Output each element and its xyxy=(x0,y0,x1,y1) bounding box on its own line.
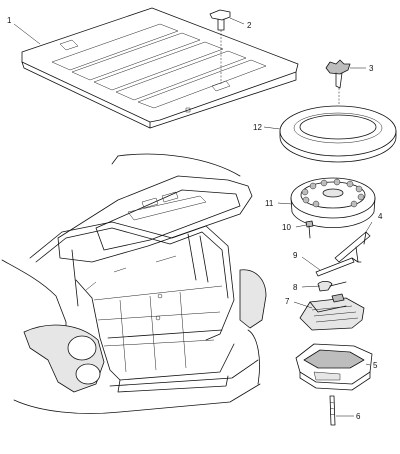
jack-handle xyxy=(315,257,359,277)
wheel-wrench xyxy=(334,231,371,263)
callout-4: 4 xyxy=(378,212,383,221)
callout-2: 2 xyxy=(247,21,252,30)
callout-12: 12 xyxy=(253,123,262,132)
callout-10: 10 xyxy=(282,223,291,232)
scissor-jack xyxy=(299,293,365,331)
retainer-clip xyxy=(209,9,231,84)
storage-retainer-bolt xyxy=(329,395,336,426)
trunk-floor-cover-panel xyxy=(21,7,299,129)
callout-6: 6 xyxy=(356,412,361,421)
callout-1: 1 xyxy=(7,16,12,25)
callout-7: 7 xyxy=(285,297,290,306)
callout-leaders xyxy=(13,17,373,417)
vehicle-rear-open-trunk xyxy=(1,153,267,414)
callout-11: 11 xyxy=(265,199,274,208)
spare-tire xyxy=(279,105,397,163)
jack-storage-tray xyxy=(295,343,373,391)
callout-3: 3 xyxy=(369,64,374,73)
callout-labels: 1 2 3 4 5 6 7 8 9 10 11 12 xyxy=(7,16,383,421)
spare-wheel-rim xyxy=(290,177,376,229)
callout-9: 9 xyxy=(293,251,298,260)
retaining-bolt xyxy=(305,220,314,239)
callout-8: 8 xyxy=(293,283,298,292)
callout-5: 5 xyxy=(373,361,378,370)
towing-eye xyxy=(317,280,347,292)
spare-wheel-hold-down-nut xyxy=(325,59,351,104)
